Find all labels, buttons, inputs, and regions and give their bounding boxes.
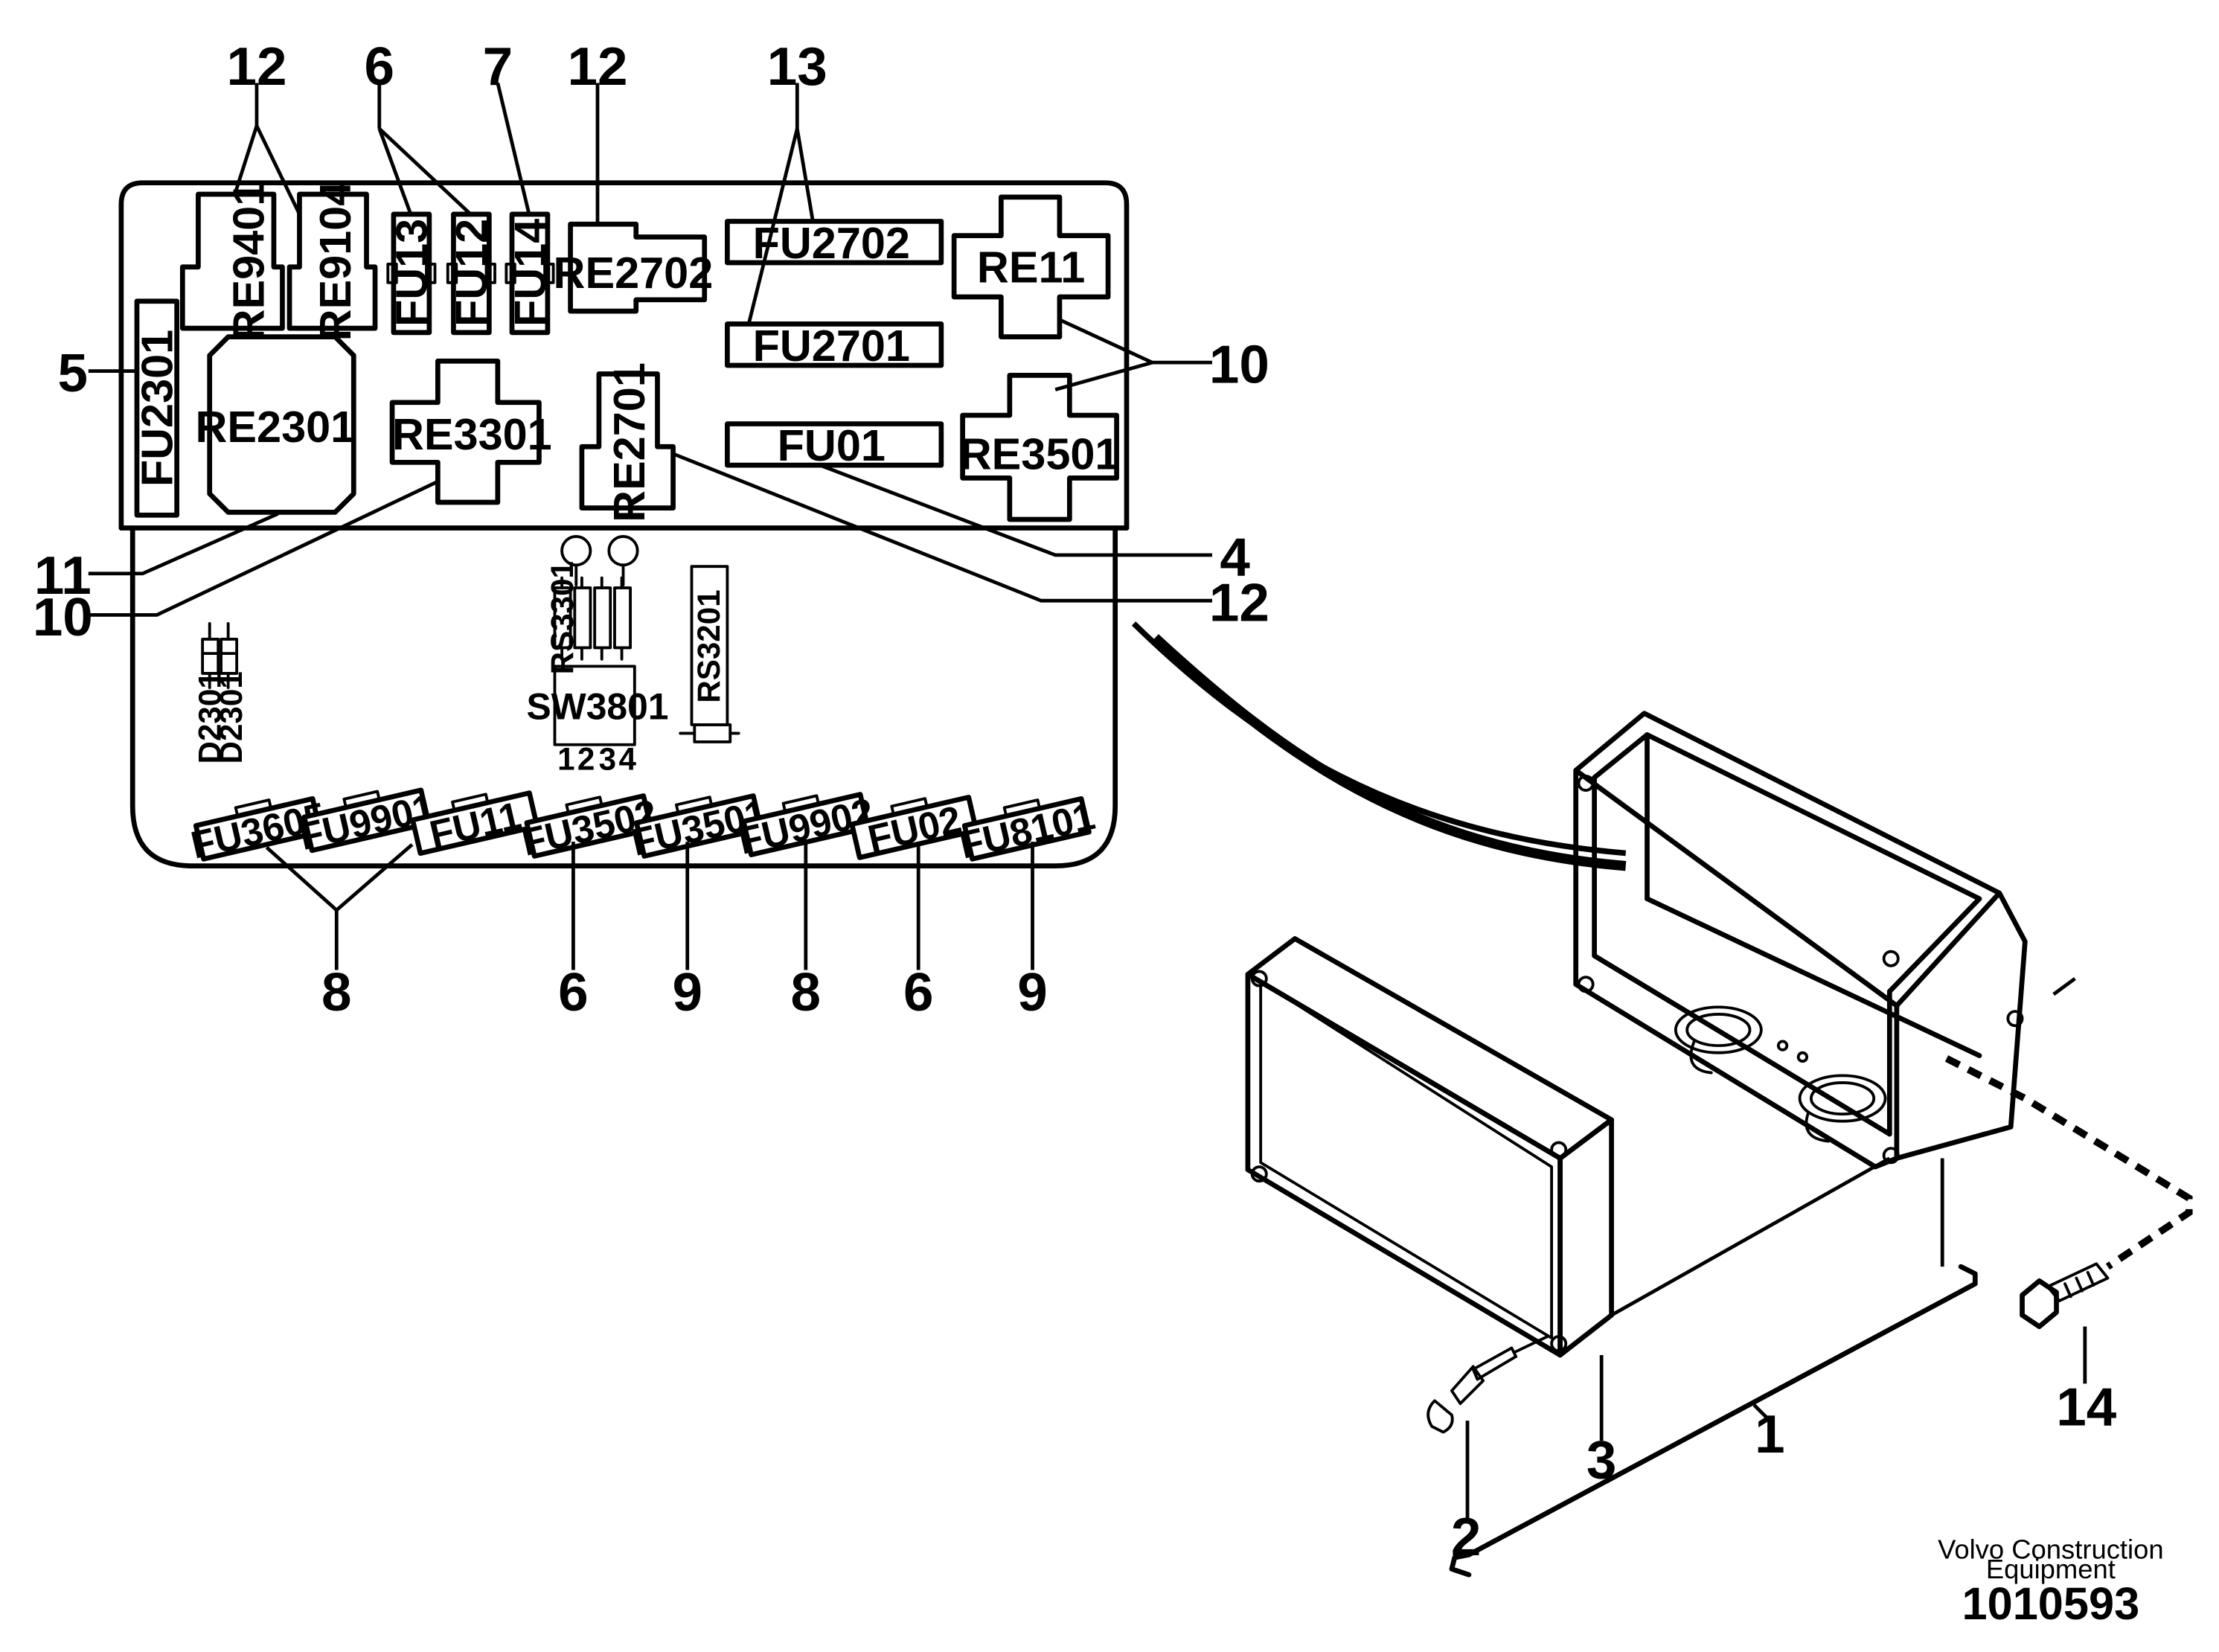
callout-right-10: 10 — [1209, 335, 1269, 395]
callout-top-12b: 12 — [567, 36, 627, 97]
relay-re2702: RE2702 — [554, 221, 714, 314]
relay-re9104-label: RE9104 — [310, 182, 360, 342]
connector-curve — [1131, 621, 1627, 857]
diode-d2301-label-1: D2301 — [192, 671, 227, 763]
bottom-fuse-fu8101: FU8101 — [955, 794, 1098, 867]
callout-housing-1: 1 — [1755, 1404, 1785, 1464]
callout-housing-2: 2 — [1451, 1507, 1482, 1567]
callout-left-10: 10 — [33, 587, 93, 647]
bottom-fuse-fu02-label: FU02 — [864, 797, 965, 860]
switch-pin-3: 3 — [599, 742, 616, 777]
fuse-fu14-label: FU14 — [505, 219, 555, 327]
switch-pin-1: 1 — [557, 742, 574, 777]
callout-bottom-8b: 8 — [791, 962, 822, 1022]
fuse-box-panel — [118, 180, 1130, 869]
callout-bottom-8a: 8 — [321, 962, 352, 1022]
switch-sw3801-label: SW3801 — [526, 685, 668, 727]
callout-bottom-6b: 6 — [903, 962, 934, 1022]
housing-lid — [1245, 936, 1614, 1358]
relay-re11: RE11 — [951, 194, 1111, 340]
relay-re3501: RE3501 — [960, 373, 1120, 522]
connector-curve-shadow — [1151, 634, 1627, 871]
callout-top-6: 6 — [365, 36, 395, 97]
footer-drawing-id: 1010593 — [1962, 1578, 2140, 1629]
fuse-fu12: FU12 — [446, 211, 496, 336]
relay-re2301: RE2301 — [196, 334, 356, 515]
diodes-d2301: D2301 D2301 — [192, 621, 249, 763]
relay-re2701: RE2701 — [579, 362, 676, 522]
callout-housing-3: 3 — [1586, 1430, 1617, 1490]
callout-bottom-6a: 6 — [558, 962, 588, 1022]
callout-right-12: 12 — [1209, 573, 1269, 633]
fuse-fu01: FU01 — [725, 420, 944, 470]
relay-re9401-label: RE9401 — [223, 182, 273, 342]
callout-left-11: 11 — [34, 545, 92, 606]
leader-lines — [88, 82, 1212, 970]
callout-right-4: 4 — [1220, 527, 1250, 587]
relay-re2301-label: RE2301 — [196, 402, 356, 452]
relay-re2702-label: RE2702 — [554, 248, 714, 298]
bottom-fuse-fu8101-label: FU8101 — [955, 794, 1098, 867]
fuse-fu2702-label: FU2702 — [753, 218, 910, 268]
footer: Volvo Construction Equipment 1010593 — [1938, 1534, 2164, 1629]
callout-left-5: 5 — [57, 343, 88, 403]
relay-re3501-label: RE3501 — [960, 429, 1120, 479]
fuse-fu12-label: FU12 — [446, 219, 496, 327]
relay-re3301-label: RE3301 — [392, 409, 552, 459]
fuse-fu2702: FU2702 — [725, 218, 944, 268]
fuse-fu2301-label: FU2301 — [132, 330, 182, 487]
callout-bottom-9a: 9 — [672, 962, 702, 1022]
relay-re9104: RE9104 — [286, 182, 378, 342]
relay-re2701-label: RE2701 — [604, 362, 654, 522]
fuse-fu13: FU13 — [386, 211, 437, 336]
callout-top-13: 13 — [767, 36, 827, 97]
switch-sw3801: SW3801 1 2 3 4 — [526, 665, 669, 777]
resistor-rs3301: RS3301 — [545, 535, 639, 674]
callout-bottom-9b: 9 — [1017, 962, 1048, 1022]
fuse-fu13-label: FU13 — [387, 219, 437, 327]
relay-re9401: RE9401 — [179, 182, 285, 342]
diode-d2301-label-2: D2301 — [214, 671, 249, 763]
resistor-rs3301-label: RS3301 — [545, 561, 580, 674]
resistor-rs3201: RS3201 — [679, 565, 740, 743]
fuse-fu2301: FU2301 — [132, 298, 182, 518]
housing-callouts: 14 1 3 2 — [1451, 1377, 2117, 1566]
bottom-fuse-fu11-label: FU11 — [426, 793, 525, 856]
housing-box — [1573, 711, 2028, 1170]
resistor-rs3201-label: RS3201 — [691, 589, 726, 702]
footer-brand-line2: Equipment — [1986, 1554, 2116, 1584]
fuse-fu14: FU14 — [505, 211, 555, 336]
switch-pin-4: 4 — [619, 742, 637, 777]
relay-re11-label: RE11 — [977, 243, 1085, 292]
housing-leader-lines — [1449, 977, 2193, 1578]
callout-top-12a: 12 — [226, 36, 286, 97]
relay-re3301: RE3301 — [389, 358, 552, 505]
switch-pin-2: 2 — [577, 742, 595, 777]
callout-numbers: 12 6 7 12 13 5 11 10 10 4 12 8 6 9 8 6 9 — [33, 36, 1269, 1022]
bottom-fuse-fu11: FU11 — [410, 790, 540, 856]
lid-screw — [1426, 1335, 1549, 1434]
callout-housing-14: 14 — [2056, 1377, 2116, 1437]
fuse-fu01-label: FU01 — [778, 420, 886, 470]
fuse-fu2701-label: FU2701 — [753, 321, 910, 371]
callout-top-7: 7 — [483, 36, 513, 97]
mounting-bolt — [2020, 1262, 2110, 1330]
footer-brand-line1: Volvo Construction — [1938, 1534, 2164, 1564]
fuse-fu2701: FU2701 — [725, 321, 944, 371]
